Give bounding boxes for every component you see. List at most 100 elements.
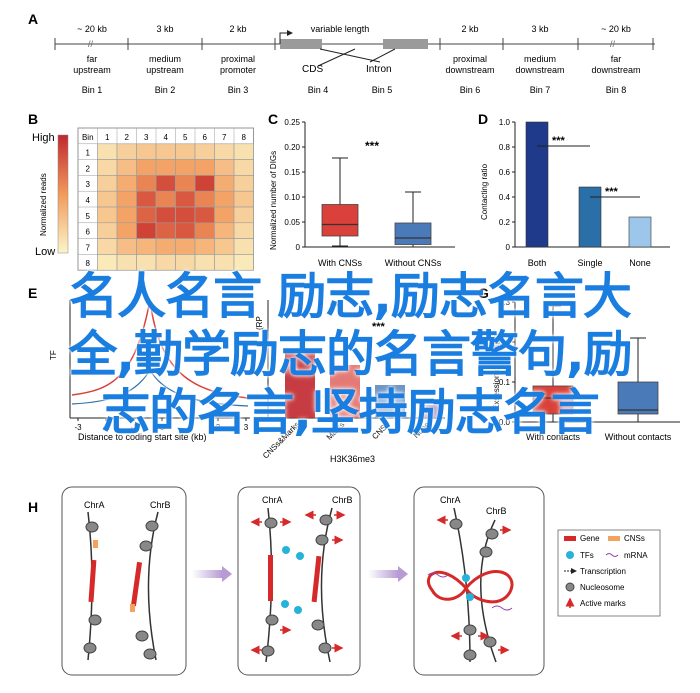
heatmap-row-label: 1 bbox=[86, 149, 91, 158]
heatmap-row-label: 7 bbox=[86, 243, 91, 252]
heatmap-col-label: 1 bbox=[105, 133, 110, 142]
scheme-box-1 bbox=[61, 486, 187, 676]
heatmap-cell bbox=[175, 190, 196, 208]
panel-c-sig: *** bbox=[365, 139, 379, 153]
chra-label-2: ChrA bbox=[262, 495, 283, 505]
x-tick-label: 1 bbox=[188, 423, 193, 432]
bin-name-label: Bin 2 bbox=[155, 85, 176, 95]
category-label: Without contacts bbox=[605, 432, 672, 442]
heatmap-row-label: 8 bbox=[86, 259, 91, 268]
heatmap-cell bbox=[214, 254, 235, 271]
panel-f-ylabel: (RP bbox=[255, 316, 264, 330]
scheme-box-2 bbox=[237, 486, 361, 676]
x-tick-label: -1 bbox=[130, 423, 138, 432]
legend-title: Normalized reads bbox=[39, 173, 48, 236]
panel-f-sig2: *** bbox=[372, 321, 386, 333]
heatmap-col-label: 2 bbox=[125, 133, 130, 142]
cds-label: CDS bbox=[302, 64, 323, 75]
y-tick-label: 0.2 bbox=[499, 338, 511, 347]
intron-label: Intron bbox=[366, 64, 392, 75]
heatmap-cell bbox=[233, 206, 254, 224]
heatmap-cell bbox=[233, 190, 254, 208]
heatmap-cell bbox=[97, 238, 118, 255]
heatmap-cell bbox=[136, 222, 157, 239]
y-tick-label: 0.20 bbox=[284, 143, 300, 152]
chrb-label-2: ChrB bbox=[332, 495, 353, 505]
heatmap-cell bbox=[175, 175, 196, 192]
y-tick-label: 0 bbox=[506, 243, 511, 252]
bin-name-label: Bin 4 bbox=[308, 85, 329, 95]
bin-region-label: proximal bbox=[453, 54, 487, 64]
bar-f-2 bbox=[330, 365, 360, 418]
heatmap-row-label: 4 bbox=[86, 196, 91, 205]
legend-high: High bbox=[32, 132, 55, 144]
bin-size-label: 3 kb bbox=[156, 24, 173, 34]
legend-gene: Gene bbox=[580, 534, 600, 543]
heatmap-row-label: 6 bbox=[86, 228, 91, 237]
heatmap-cell bbox=[233, 254, 254, 271]
panel-c-ylabel: Normalized number of DIGs bbox=[269, 151, 278, 250]
chra-label-1: ChrA bbox=[84, 500, 105, 510]
bar-f-1 bbox=[285, 350, 315, 418]
category-label: Both bbox=[528, 258, 547, 268]
bin-name-label: Bin 3 bbox=[228, 85, 249, 95]
heatmap-cell bbox=[136, 143, 157, 160]
bin-region-label: proximal bbox=[221, 54, 255, 64]
heatmap-cell bbox=[155, 222, 176, 239]
bin-region-label: downstream bbox=[445, 65, 494, 75]
heatmap-row-label: 3 bbox=[86, 180, 91, 189]
bin-size-label: 2 kb bbox=[229, 24, 246, 34]
heatmap-cell bbox=[175, 159, 196, 176]
heatmap-cell bbox=[175, 143, 196, 160]
heatmap-cell bbox=[155, 254, 176, 271]
scheme-box-3 bbox=[413, 486, 545, 676]
category-label: None bbox=[629, 258, 651, 268]
bin-region-label: downstream bbox=[591, 65, 640, 75]
legend-low: Low bbox=[35, 246, 55, 258]
sig-marker: *** bbox=[552, 135, 566, 147]
x-tick-label: 0 bbox=[160, 423, 165, 432]
bin-size-label: 3 kb bbox=[531, 24, 548, 34]
category-label: CNSs&Marks bbox=[261, 420, 301, 460]
bin-region-label: medium bbox=[149, 54, 181, 64]
bin-name-label: Bin 1 bbox=[82, 85, 103, 95]
panel-e-ylabel: TF bbox=[49, 350, 58, 360]
heatmap-col-label: 6 bbox=[203, 133, 208, 142]
heatmap-cell bbox=[233, 238, 254, 255]
heatmap-cell bbox=[214, 206, 235, 224]
legend-mrna: mRNA bbox=[624, 551, 648, 560]
gene-model: CDS Intron bbox=[275, 30, 440, 75]
panel-e-xlabel: Distance to coding start site (kb) bbox=[78, 432, 207, 442]
box bbox=[394, 222, 432, 245]
y-tick-label: 0.05 bbox=[284, 218, 300, 227]
heatmap-cell bbox=[214, 159, 235, 176]
heatmap-cell bbox=[116, 143, 137, 160]
heatmap-cell bbox=[214, 175, 235, 192]
heatmap-cell bbox=[155, 143, 176, 160]
dna-loop bbox=[426, 570, 514, 604]
panel-f-xlabel: H3K36me3 bbox=[330, 454, 375, 464]
y-tick-label: 0.0 bbox=[499, 418, 511, 427]
heatmap-cell bbox=[116, 206, 137, 224]
bin-size-label: variable length bbox=[311, 24, 370, 34]
heatmap-cell bbox=[175, 254, 196, 271]
heatmap-cell bbox=[97, 143, 118, 160]
category-label: Without CNSs bbox=[385, 258, 442, 268]
bin-size-label: 2 kb bbox=[461, 24, 478, 34]
panel-e-label: E bbox=[28, 285, 37, 301]
bin-region-label: far bbox=[611, 54, 622, 64]
y-tick-label: 0 bbox=[296, 243, 301, 252]
heatmap-cell bbox=[97, 254, 118, 271]
bin-size-label: ~ 20 kb bbox=[77, 24, 107, 34]
heatmap-col-label: 4 bbox=[164, 133, 169, 142]
bar-f-4 bbox=[420, 405, 440, 418]
category-label: CNSs bbox=[370, 420, 391, 441]
